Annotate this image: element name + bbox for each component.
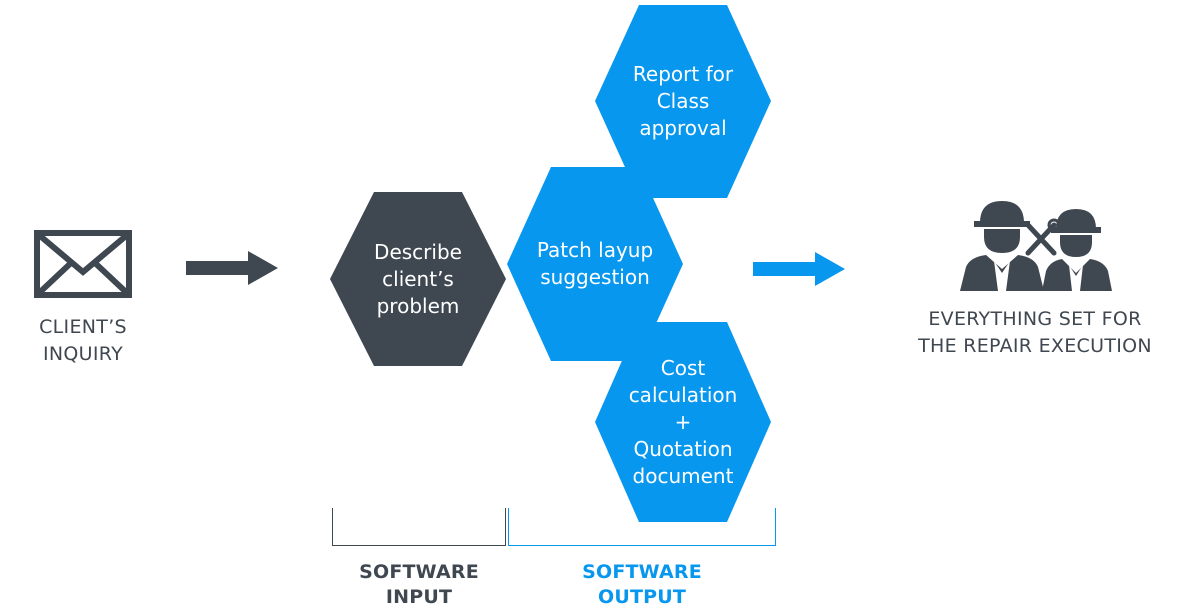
arrow-right-icon	[186, 251, 278, 285]
inquiry-label: CLIENT’S INQUIRY	[39, 316, 127, 365]
repair-workers-icon	[960, 201, 1112, 291]
arrow-right-blue-icon	[753, 252, 845, 286]
envelope-icon	[34, 230, 132, 298]
report-hexagon	[595, 5, 771, 198]
software-input-bracket	[332, 508, 506, 546]
software-input-label: SOFTWARE INPUT	[359, 561, 479, 608]
cost-hexagon	[595, 322, 771, 522]
input-hexagon	[330, 192, 506, 366]
report-hexagon-text: Report for Class approval	[632, 62, 734, 140]
software-output-label: SOFTWARE OUTPUT	[582, 561, 702, 608]
patch-hexagon-text: Patch layup suggestion	[536, 238, 654, 289]
software-output-bracket	[508, 508, 776, 546]
outcome-label: EVERYTHING SET FOR THE REPAIR EXECUTION	[918, 308, 1152, 357]
input-hexagon-text: Describe client’s problem	[374, 239, 462, 318]
patch-hexagon	[507, 167, 683, 361]
cost-hexagon-text: Cost calculation + Quotation document	[628, 355, 738, 488]
